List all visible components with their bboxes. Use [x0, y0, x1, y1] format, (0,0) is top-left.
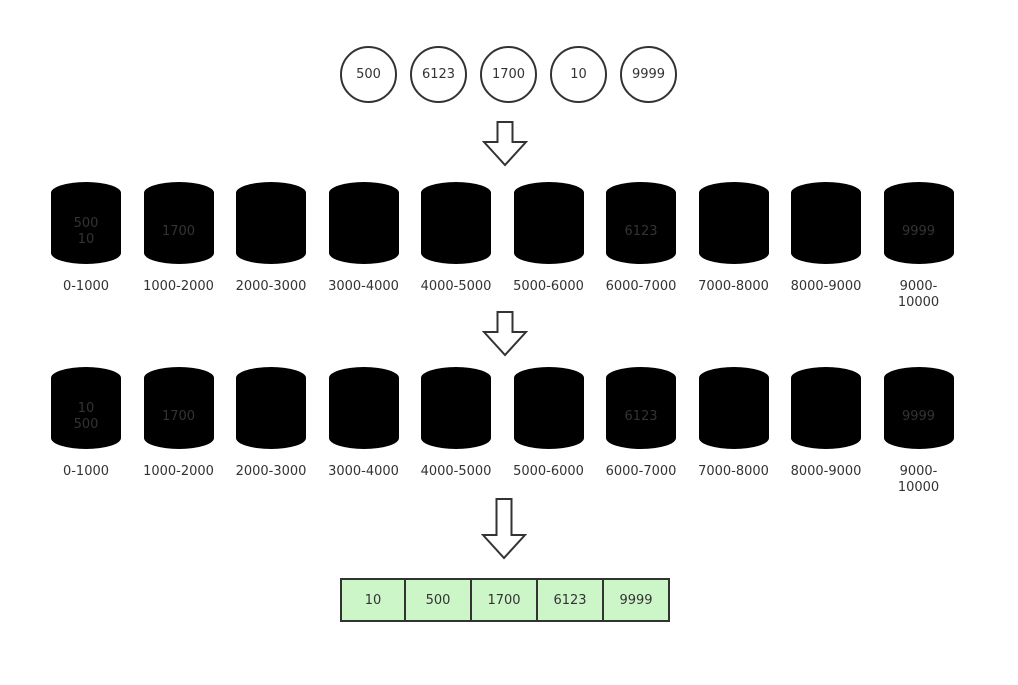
bucket-6000-7000: 6123 6000-7000 [605, 181, 677, 311]
bucket-9000-10000: 9999 9000- 10000 [883, 366, 955, 496]
bucket-range-label: 5000-6000 [513, 279, 584, 294]
bucket-range-label: 5000-6000 [513, 464, 584, 479]
bucket-range-label: 0-1000 [62, 279, 110, 294]
bucket-range-label: 7000-8000 [698, 279, 769, 294]
bucket-range-label: 3000-4000 [328, 464, 399, 479]
bucket-range-label: 1000-2000 [143, 279, 214, 294]
bucket-value: 9999 [901, 223, 936, 239]
bucket-1000-2000: 1700 1000-2000 [143, 181, 215, 311]
bucket-7000-8000: 7000-8000 [698, 181, 770, 311]
input-value-circle: 9999 [620, 46, 677, 103]
bucket-value: 10 [77, 400, 95, 416]
input-value-circle: 500 [340, 46, 397, 103]
input-value-circle: 10 [550, 46, 607, 103]
down-arrow-icon [481, 121, 529, 171]
output-cell: 10 [340, 578, 406, 622]
down-arrow-icon [480, 498, 528, 564]
bucket-range-label: 4000-5000 [420, 464, 492, 479]
bucket-2000-3000: 2000-3000 [235, 181, 307, 311]
input-value-circle: 1700 [480, 46, 537, 103]
bucket-range-label: 6000-7000 [605, 464, 677, 479]
bucket-range-label: 2000-3000 [235, 279, 307, 294]
scatter-buckets-row: 500 10 0-1000 1700 1000-2000 2000-3000 [50, 181, 955, 311]
bucket-range-label: 7000-8000 [698, 464, 769, 479]
bucket-range-label: 6000-7000 [605, 279, 677, 294]
bucket-4000-5000: 4000-5000 [420, 181, 492, 311]
bucket-2000-3000: 2000-3000 [235, 366, 307, 496]
bucket-3000-4000: 3000-4000 [328, 181, 400, 311]
bucket-1000-2000: 1700 1000-2000 [143, 366, 215, 496]
bucket-range-label: 9000- 10000 [897, 279, 940, 310]
bucket-8000-9000: 8000-9000 [790, 366, 862, 496]
bucket-value: 9999 [901, 408, 936, 424]
bucket-range-label: 1000-2000 [143, 464, 214, 479]
output-cell: 1700 [472, 578, 538, 622]
bucket-5000-6000: 5000-6000 [513, 366, 585, 496]
input-values-row: 500 6123 1700 10 9999 [340, 46, 677, 103]
bucket-range-label: 2000-3000 [235, 464, 307, 479]
bucket-5000-6000: 5000-6000 [513, 181, 585, 311]
bucket-value: 10 [77, 231, 95, 247]
bucket-range-label: 0-1000 [62, 464, 110, 479]
bucket-8000-9000: 8000-9000 [790, 181, 862, 311]
bucket-7000-8000: 7000-8000 [698, 366, 770, 496]
bucket-4000-5000: 4000-5000 [420, 366, 492, 496]
bucket-value: 1700 [161, 223, 196, 239]
input-value-circle: 6123 [410, 46, 467, 103]
bucket-range-label: 8000-9000 [790, 279, 862, 294]
bucket-0-1000: 500 10 0-1000 [50, 181, 122, 311]
bucket-value: 500 [73, 215, 99, 231]
bucket-3000-4000: 3000-4000 [328, 366, 400, 496]
bucket-value: 6123 [624, 408, 658, 424]
output-cell: 6123 [538, 578, 604, 622]
sorted-output-array: 10 500 1700 6123 9999 [340, 578, 670, 622]
bucket-6000-7000: 6123 6000-7000 [605, 366, 677, 496]
bucket-range-label: 9000- 10000 [897, 464, 940, 495]
bucket-9000-10000: 9999 9000- 10000 [883, 181, 955, 311]
output-cell: 500 [406, 578, 472, 622]
sorted-buckets-row: 10 500 0-1000 1700 1000-2000 2000-3000 [50, 366, 955, 496]
bucket-value: 500 [73, 416, 99, 432]
down-arrow-icon [481, 311, 529, 361]
bucket-range-label: 4000-5000 [420, 279, 492, 294]
bucket-value: 1700 [161, 408, 196, 424]
bucket-range-label: 8000-9000 [790, 464, 862, 479]
bucket-range-label: 3000-4000 [328, 279, 399, 294]
bucket-0-1000-sorted: 10 500 0-1000 [50, 366, 122, 496]
bucket-value: 6123 [624, 223, 658, 239]
output-cell: 9999 [604, 578, 670, 622]
